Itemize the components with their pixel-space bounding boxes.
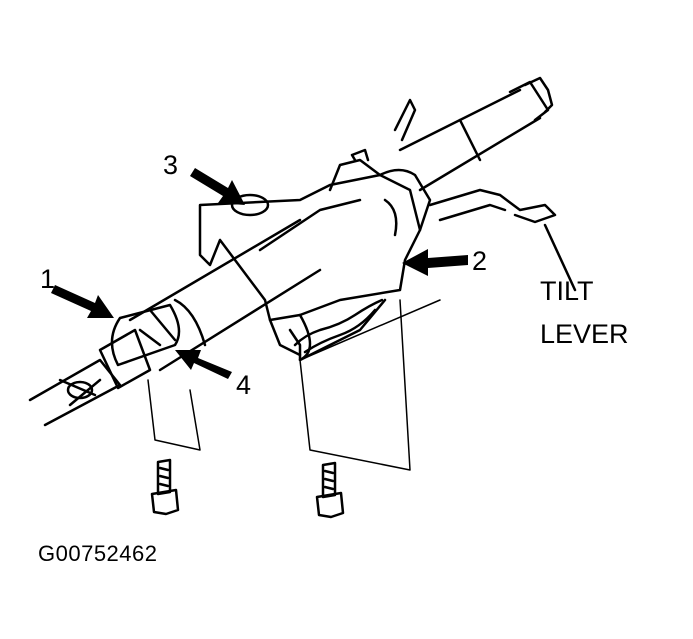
arrow-3-icon <box>190 168 245 205</box>
alignment-lines <box>147 299 441 471</box>
bolt-right <box>315 461 345 519</box>
callout-4: 4 <box>236 370 252 400</box>
arrow-1-icon <box>51 285 114 318</box>
arrow-2-icon <box>402 249 468 276</box>
tilt-lever <box>428 188 577 292</box>
arrow-4-icon <box>175 350 232 379</box>
lever-label: LEVER <box>540 319 629 349</box>
callout-2: 2 <box>472 246 488 276</box>
callout-1: 1 <box>40 264 56 294</box>
tilt-label: TILT <box>540 276 594 306</box>
column-housing <box>198 98 432 362</box>
intermediate-shaft <box>28 328 152 427</box>
bolt-left <box>150 458 180 516</box>
callout-3: 3 <box>163 150 179 180</box>
steering-shaft <box>110 76 554 372</box>
figure-id: G00752462 <box>38 541 158 566</box>
